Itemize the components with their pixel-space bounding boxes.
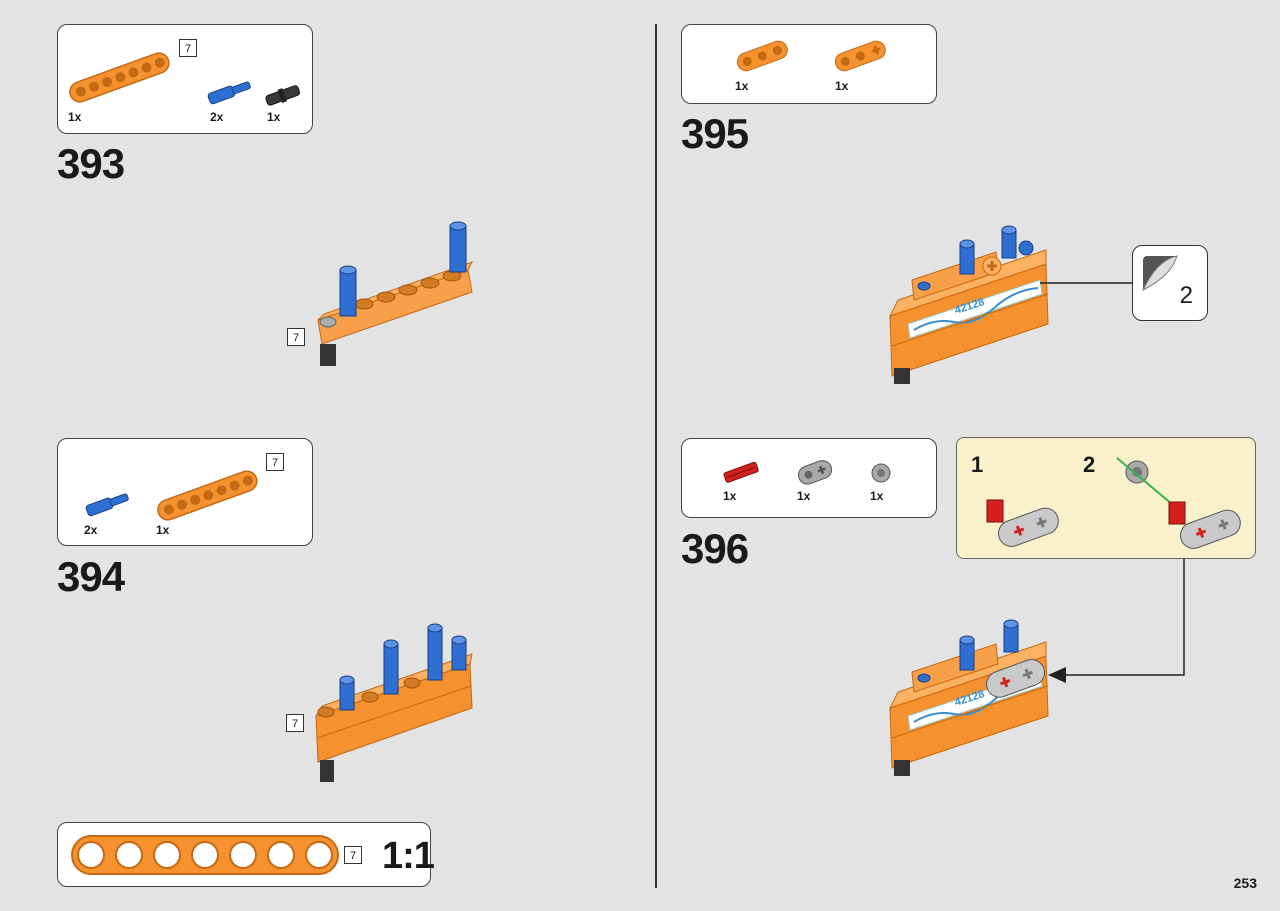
sticker-peel-icon — [1141, 255, 1178, 292]
qty-label: 1x — [797, 489, 811, 503]
step-number: 394 — [57, 553, 125, 600]
step-number: 396 — [681, 525, 749, 572]
orange-beam-7-ruler-icon — [71, 835, 339, 875]
parts-list-394: 2x 7 1x — [57, 438, 313, 546]
orange-beam-3-icon — [736, 40, 788, 72]
parts-list-393: 7 1x 2x 1x — [57, 24, 313, 134]
orange-beam-7-icon — [69, 52, 170, 103]
orange-beam-3-axle-icon — [834, 40, 886, 72]
qty-label: 1x — [156, 523, 170, 537]
substep-number: 1 — [971, 452, 984, 477]
assembly-393-illustration — [317, 221, 473, 366]
length-tag: 7 — [344, 846, 362, 864]
parts-list-395: 1x 1x — [681, 24, 937, 104]
red-axle-2-icon — [723, 461, 759, 483]
gray-bush-icon — [871, 463, 891, 483]
length-tag: 7 — [266, 453, 284, 471]
qty-label: 2x — [84, 523, 98, 537]
sticker-sheet-reference: 2 — [1132, 245, 1208, 321]
length-tag: 7 — [286, 714, 304, 732]
qty-label: 1x — [267, 110, 281, 124]
substep-callout: 1 2 — [956, 437, 1256, 559]
sticker-callout-line — [1040, 282, 1132, 284]
qty-label: 1x — [870, 489, 884, 503]
length-tag: 7 — [287, 328, 305, 346]
page-divider — [655, 24, 657, 888]
assembly-396-illustration: 42128 — [889, 619, 1049, 776]
scale-ruler: 7 1:1 — [57, 822, 435, 887]
qty-label: 1x — [68, 110, 82, 124]
qty-label: 1x — [735, 79, 749, 93]
parts-list-396: 1x 1x 1x — [681, 438, 937, 518]
blue-axle-pin-icon — [207, 81, 251, 105]
qty-label: 1x — [723, 489, 737, 503]
blue-axle-pin-icon — [85, 493, 129, 517]
qty-label: 2x — [210, 110, 224, 124]
step-number: 393 — [57, 140, 125, 187]
qty-label: 1x — [835, 79, 849, 93]
sticker-sheet-number: 2 — [1179, 282, 1193, 309]
assembly-395-illustration: 42128 — [889, 225, 1049, 384]
step-number: 395 — [681, 110, 749, 157]
assembly-394-illustration — [314, 623, 473, 782]
gray-connector-icon — [798, 460, 833, 485]
length-tag: 7 — [179, 39, 197, 57]
orange-beam-7-icon — [157, 470, 258, 521]
substep-number: 2 — [1083, 452, 1096, 477]
black-pin-icon — [265, 85, 301, 106]
page-number: 253 — [1233, 875, 1257, 891]
scale-label: 1:1 — [382, 835, 435, 877]
callout-arrow — [1048, 559, 1185, 683]
substep-1-illustration — [986, 499, 1059, 547]
substep-2-illustration — [1116, 457, 1241, 549]
